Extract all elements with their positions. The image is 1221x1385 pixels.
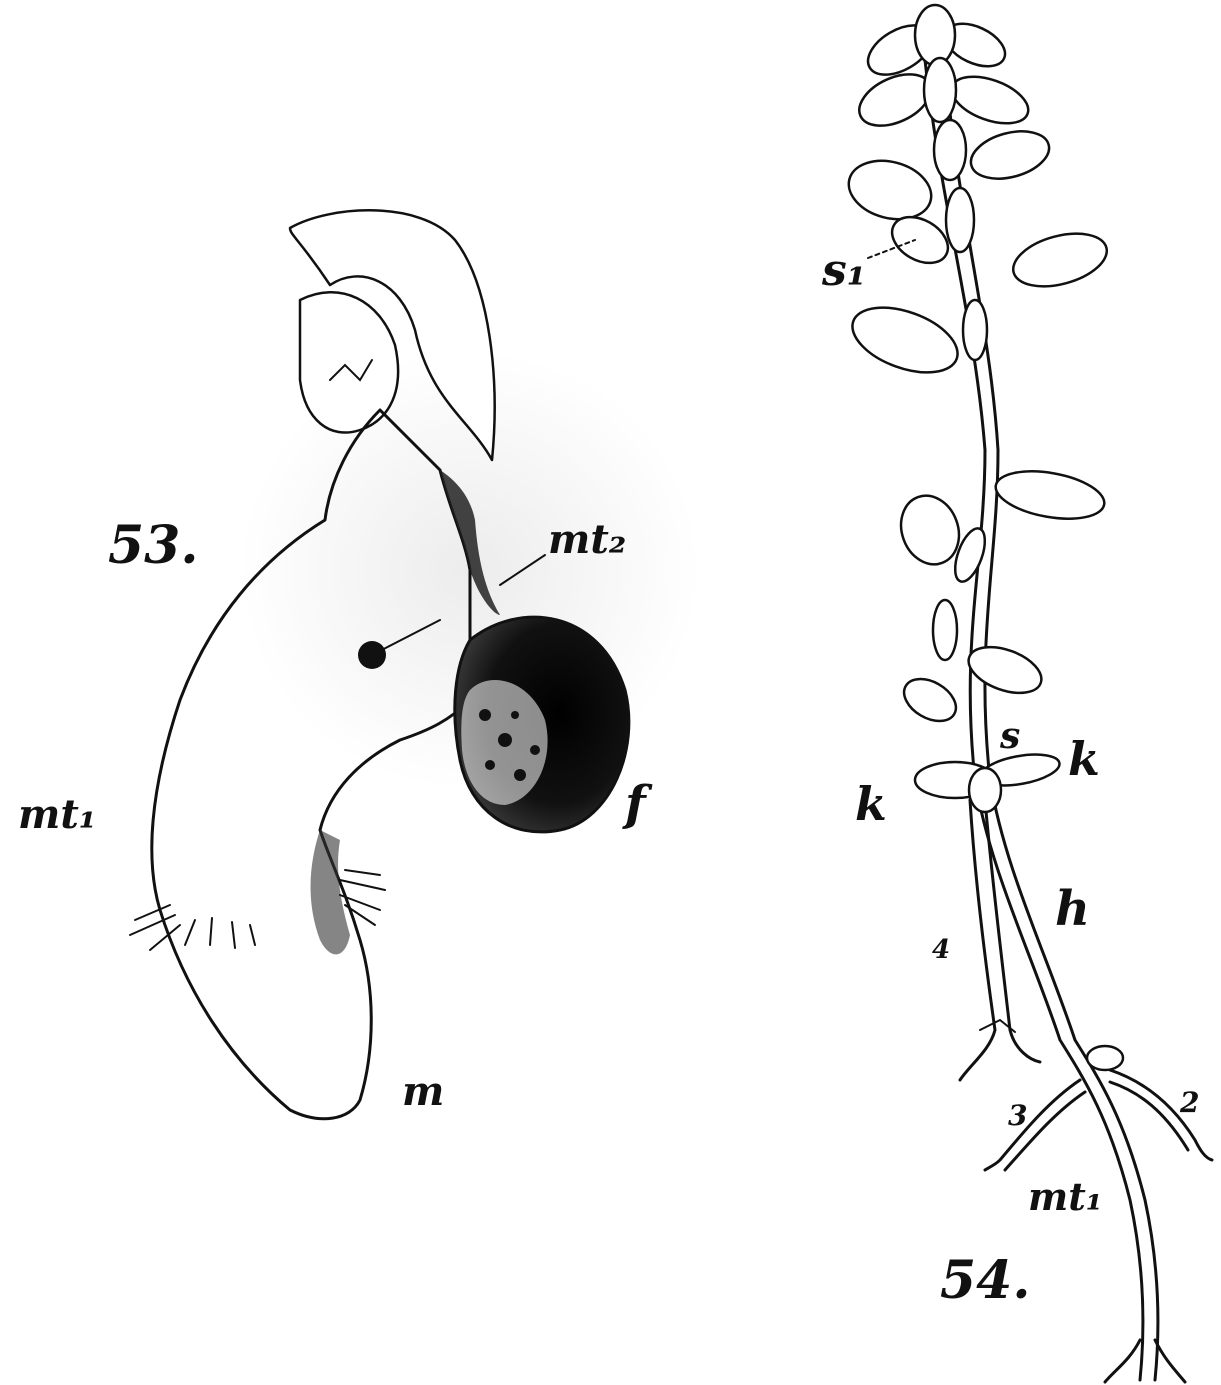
figure-54-seedling: s₁ s k k h 4 3 2 mt₁ 54. bbox=[821, 5, 1212, 1382]
label-k-left: k bbox=[855, 777, 887, 831]
label-3: 3 bbox=[1008, 1099, 1027, 1132]
root-hairs-left bbox=[130, 905, 255, 950]
label-mt1-fig53: mt₁ bbox=[18, 791, 96, 838]
leaf-cluster bbox=[842, 5, 1112, 812]
figure-53-number: 53. bbox=[108, 515, 198, 576]
label-k-right: k bbox=[1068, 732, 1100, 786]
label-4: 4 bbox=[932, 935, 950, 965]
figure-54-number: 54. bbox=[940, 1250, 1030, 1311]
root-3 bbox=[985, 1080, 1080, 1170]
label-mt1-fig54: mt₁ bbox=[1028, 1174, 1102, 1219]
figure-53-embryo: 53. mt₂ mt₁ f m bbox=[18, 210, 700, 1118]
label-s1: s₁ bbox=[821, 245, 866, 296]
root-hairs-right bbox=[340, 870, 385, 925]
label-m-fig53: m bbox=[402, 1068, 444, 1115]
label-f-fig53: f bbox=[622, 776, 653, 832]
label-s: s bbox=[999, 715, 1020, 757]
label-mt2-fig53: mt₂ bbox=[548, 516, 626, 563]
label-h: h bbox=[1055, 881, 1090, 937]
label-2: 2 bbox=[1179, 1086, 1199, 1119]
